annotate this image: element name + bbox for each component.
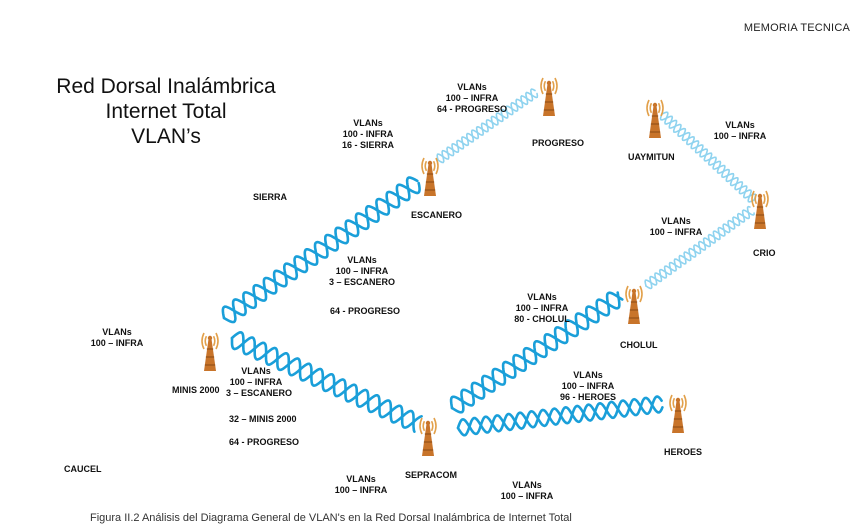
vlan-heading: VLANs [346,474,376,484]
vlan-heading: VLANs [527,292,557,302]
node-label-minis2000: MINIS 2000 [172,385,220,395]
vlan-heading: VLANs [353,118,383,128]
node-label-heroes: HEROES [664,447,703,457]
vlan-heading: VLANs [512,480,542,490]
link-sepracom-heroes [456,396,664,436]
vlan-entry: 80 - CHOLUL [514,314,570,324]
vlan-entry: 100 – INFRA [500,491,554,501]
link-cholul-crio [645,205,751,290]
vlan-label-escanero-mid: VLANs 100 – INFRA 3 – ESCANERO [322,255,402,288]
vlan-entry: 100 – INFRA [90,338,144,348]
tower-icon-sepracom [419,417,437,456]
vlan-heading: VLANs [573,370,603,380]
vlan-heading: VLANs [347,255,377,265]
node-label-cholul: CHOLUL [620,340,658,350]
towers [201,77,769,456]
vlan-entry: 100 – INFRA [334,485,388,495]
vlan-label-minis-right: VLANs 100 – INFRA 3 – ESCANERO [226,366,293,399]
vlan-entry: 3 – ESCANERO [328,277,396,287]
vlan-entry: 100 – INFRA [515,303,569,313]
tower-icon-uaymitun [646,99,664,138]
link-sepracom-cholul [449,291,621,410]
vlan-label-crio: VLANs 100 – INFRA [636,216,716,238]
page-header: MEMORIA TECNICA [743,22,850,34]
vlan-entry: 16 - SIERRA [341,140,394,150]
vlan-label-escanero-top: VLANs 100 - INFRA 16 - SIERRA [333,118,403,151]
node-label-progreso: PROGRESO [532,138,585,148]
vlan-heading: VLANs [241,366,271,376]
vlan-entry: 100 – INFRA [713,131,767,141]
tower-icon-minis2000 [201,332,219,371]
vlan-entry: 3 – ESCANERO [226,388,293,398]
tower-icon-escanero [421,157,439,196]
vlan-entry: 100 – INFRA [561,381,615,391]
figure-caption: Figura II.2 Análisis del Diagrama Genera… [90,512,572,524]
vlan-entry: 100 – INFRA [229,377,283,387]
vlan-entry: 100 – INFRA [335,266,389,276]
link-minis-sepracom [230,330,423,429]
link-uaymitun-crio [661,111,757,201]
node-label-sepracom: SEPRACOM [405,470,458,480]
title-line-2: Internet Total [105,100,227,123]
place-label-caucel: CAUCEL [64,464,102,474]
diagram-title: Red Dorsal Inalámbrica Internet Total VL… [56,74,276,149]
place-label-sierra: SIERRA [253,192,288,202]
link-cholul-crio [644,209,755,287]
link-sepracom-cholul [450,291,624,414]
vlan-entry: 96 - HEROES [559,392,617,402]
vlan-label-minis2000: 32 – MINIS 2000 [229,414,297,424]
vlan-label-sepracom-bottom: VLANs 100 – INFRA [326,474,396,496]
vlan-heading: VLANs [661,216,691,226]
vlan-label-minis-left: VLANs 100 – INFRA [82,327,152,349]
vlan-heading: VLANs [102,327,132,337]
vlan-label-heroes: VLANs 100 – INFRA 96 - HEROES [553,370,623,403]
link-minis-sepracom [230,336,416,433]
vlan-label-minis-progreso: 64 - PROGRESO [229,437,300,447]
vlan-heading: VLANs [725,120,755,130]
title-line-3: VLAN’s [131,125,201,148]
vlan-label-progreso: VLANs 100 – INFRA 64 - PROGRESO [427,82,517,115]
wireless-links [221,88,757,437]
tower-icon-crio [751,190,769,229]
vlan-entry: 100 – INFRA [649,227,703,237]
node-label-crio: CRIO [753,248,776,258]
vlan-heading: VLANs [457,82,487,92]
link-uaymitun-crio [659,113,755,203]
link-minis-escanero [222,181,421,324]
link-escanero-progreso [436,91,539,161]
vlan-entry: 100 – INFRA [445,93,499,103]
vlan-label-escanero-progreso: 64 - PROGRESO [330,306,401,316]
tower-icon-progreso [540,77,558,116]
vlan-label-uaymitun: VLANs 100 – INFRA [700,120,780,142]
tower-icon-heroes [669,394,687,433]
vlan-label-cholul: VLANs 100 – INFRA 80 - CHOLUL [502,292,582,325]
tower-icon-cholul [625,285,643,324]
vlan-entry: 64 - PROGRESO [436,104,508,114]
node-label-uaymitun: UAYMITUN [628,152,675,162]
vlan-label-bottom-right: VLANs 100 – INFRA [492,480,562,502]
title-line-1: Red Dorsal Inalámbrica [56,75,276,98]
vlan-entry: 100 - INFRA [342,129,394,139]
link-minis-escanero [221,176,419,320]
node-label-escanero: ESCANERO [411,210,463,220]
